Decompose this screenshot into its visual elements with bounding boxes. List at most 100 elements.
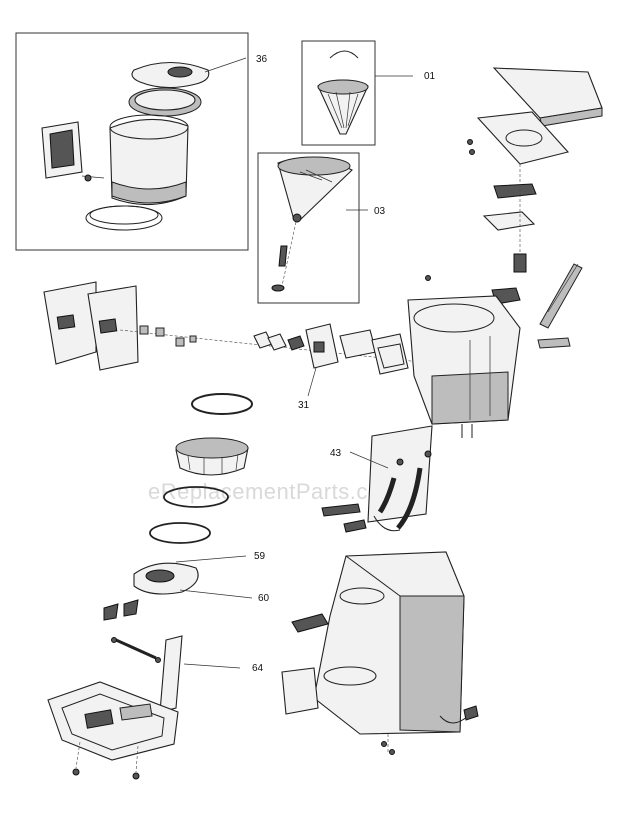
housing-screw-b: [389, 749, 395, 755]
heating-strip: [539, 263, 583, 329]
watermark-text: eReplacementParts.com: [148, 479, 399, 504]
panel-window-a: [56, 314, 76, 330]
base-terminal: [119, 703, 153, 721]
base-screw-b: [132, 772, 140, 780]
control-panel-group: 31: [43, 281, 421, 411]
wire-screw-a: [111, 637, 117, 643]
cone-axis-line: [281, 221, 297, 287]
callout-43: 43: [330, 448, 342, 459]
lid-screw-b: [469, 149, 475, 155]
collar-rim: [175, 437, 249, 459]
reservoir-opening: [413, 303, 495, 333]
housing-cup-top: [339, 587, 385, 605]
panel-frame: [371, 333, 409, 375]
callout-03: 03: [374, 206, 386, 217]
base-screw-a: [72, 768, 80, 776]
carafe-ring-inner: [134, 89, 196, 111]
small-bar: [537, 337, 571, 349]
panel-axis-line: [119, 329, 421, 363]
wire-screw-b: [155, 657, 161, 663]
base-component: [84, 709, 114, 729]
panel-frame-inner: [377, 343, 405, 369]
housing-posts: [461, 424, 473, 438]
clip-a: [103, 603, 119, 621]
tube-a: [377, 477, 397, 514]
showerhead-plate: [476, 111, 570, 165]
lower-housing-group: [281, 551, 479, 755]
base-screw-line-b: [135, 745, 139, 773]
tube-assembly-group: 43: [321, 425, 433, 533]
power-plug: [463, 705, 479, 721]
collar-ribs: [187, 453, 239, 474]
knob-a: [139, 325, 149, 335]
filter-cone-group: 03: [257, 152, 386, 304]
callout-31-leader: [307, 367, 317, 397]
carafe-rim: [109, 114, 189, 140]
base-screw-line-a: [75, 741, 81, 769]
pcb-chip: [313, 341, 325, 353]
top-lid-group: [425, 67, 603, 349]
cone-valve: [292, 213, 302, 223]
lower-housing-edge: [345, 555, 401, 597]
tube-fitting-b: [424, 450, 432, 458]
gasket-ring-bottom: [149, 522, 211, 544]
heating-strip-detail: [547, 263, 579, 313]
callout-59-leader: [175, 555, 247, 563]
heating-element-rod: [321, 503, 361, 517]
callout-43-leader: [349, 451, 389, 469]
carafe-body: [109, 118, 189, 206]
callout-59: 59: [254, 551, 266, 562]
filter-basket-rim: [317, 79, 369, 95]
callout-01: 01: [424, 71, 436, 82]
filter-basket-group: 01: [301, 40, 436, 146]
pcb-cover: [339, 329, 377, 359]
thermostat-wire: [115, 638, 157, 660]
callout-64: 64: [252, 663, 264, 674]
handle-screw: [84, 174, 92, 182]
base-plate-inner: [61, 693, 165, 751]
drip-stop-valve: [513, 253, 527, 273]
hinge-latch: [482, 211, 536, 231]
carafe-assembly-box: [15, 32, 249, 251]
callout-36-leader: [204, 57, 247, 73]
filter-cone-box: [257, 152, 360, 304]
switch-cap-c: [287, 335, 305, 351]
callout-60: 60: [258, 593, 270, 604]
switch-cap-b: [267, 333, 287, 351]
panel-window-b: [98, 318, 118, 334]
valve-spring: [278, 245, 288, 267]
filter-cone-rim: [277, 156, 351, 176]
cone-ribs: [299, 169, 333, 183]
lower-housing-side: [399, 595, 465, 733]
housing-screw-a: [381, 741, 387, 747]
gasket-ring-top: [191, 393, 253, 415]
lid-screw-a: [467, 139, 473, 145]
valve-seal: [271, 284, 285, 292]
tube-plate: [367, 425, 433, 523]
tube-fitting-a: [396, 458, 404, 466]
callout-64-leader: [183, 663, 241, 669]
hinge-bracket: [493, 183, 537, 199]
callout-31: 31: [298, 400, 310, 411]
heating-clamp: [343, 519, 367, 533]
top-screw: [425, 275, 431, 281]
carafe-band: [111, 181, 187, 204]
front-nameplate: [281, 667, 319, 715]
side-latch: [291, 613, 329, 633]
basket-handle: [329, 50, 359, 59]
gasket-ring-mid: [163, 486, 229, 508]
showerhead-hole: [505, 129, 543, 147]
tube-b: [396, 467, 423, 530]
housing-cup-bottom: [323, 666, 377, 686]
clip-b: [123, 599, 139, 617]
lid-knob: [167, 66, 193, 78]
carafe-base-band-inner: [89, 205, 159, 225]
upper-housing-group: [407, 295, 521, 438]
carafe-assembly-group: 36: [15, 32, 268, 251]
housing-ribs: [469, 336, 491, 420]
base-support: [159, 635, 183, 713]
warming-plate-center: [145, 569, 175, 583]
filter-basket-box: [301, 40, 376, 146]
knob-d: [189, 335, 197, 343]
